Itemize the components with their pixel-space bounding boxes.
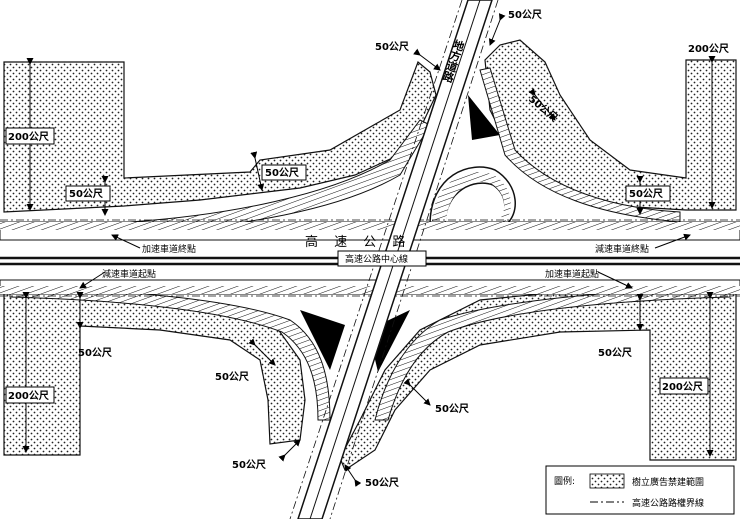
- dim-200-bottom-left: 200公尺: [8, 390, 49, 402]
- dim-200-top-left: 200公尺: [8, 131, 49, 143]
- centerline-label: 高速公路中心線: [345, 253, 408, 265]
- dimension-lines: [22, 13, 716, 487]
- dim-200-bl-box: [5, 386, 55, 404]
- dim-200-bottom-right: 200公尺: [662, 381, 703, 393]
- dim-50-bottom-left-b: 50公尺: [215, 371, 249, 383]
- dim-200-tl-box: [5, 127, 55, 145]
- dim-50-top-right-upper: 50公尺: [508, 9, 542, 21]
- gore-bottom-left: [300, 310, 345, 370]
- dim-200-br-box: [659, 377, 709, 395]
- dim-50-right-low: 50公尺: [629, 188, 663, 200]
- dim-50-a-box: [65, 185, 111, 202]
- legend-title: 圖例:: [554, 475, 575, 487]
- ramp-bottom-left: [9, 286, 331, 421]
- decel-end-label: 減速車道終點: [595, 243, 649, 255]
- legend: 圖例: 樹立廣告禁建範圍 高速公路路權界線: [545, 465, 735, 515]
- zone-top-left-block: [3, 60, 437, 213]
- dim-50-top-left-upper: 50公尺: [375, 41, 409, 53]
- dim-50-bottom-right-c: 50公尺: [365, 477, 399, 489]
- dim-200-top-right: 200公尺: [688, 43, 729, 55]
- dim-50-bottom-left-c: 50公尺: [232, 459, 266, 471]
- legend-dotted-area: 樹立廣告禁建範圍: [632, 476, 704, 488]
- gore-top: [468, 95, 500, 140]
- dim-50-left-low: 50公尺: [69, 188, 103, 200]
- legend-dot-swatch: [589, 473, 625, 489]
- loop-ramp: [429, 166, 516, 226]
- accel-end-label: 加速車道終點: [142, 243, 196, 255]
- highway-label: 高 速 公 路: [305, 234, 411, 250]
- legend-boundary-line: 高速公路路權界線: [632, 497, 704, 509]
- centerline-label-box: [337, 250, 427, 267]
- ramp-bottom-right: [374, 286, 731, 421]
- dim-50-bottom-left-a: 50公尺: [78, 347, 112, 359]
- decel-start-label: 減速車道起點: [102, 268, 156, 280]
- ramp-top-right: [479, 67, 681, 223]
- dim-50-b-box: [261, 164, 307, 181]
- zone-top-right-block: [484, 39, 737, 211]
- dim-50-left-mid: 50公尺: [265, 167, 299, 179]
- dim-50-bottom-right-a: 50公尺: [598, 347, 632, 359]
- accel-start-label: 加速車道起點: [545, 268, 599, 280]
- dim-50-c-box: [625, 185, 671, 202]
- dim-50-bottom-right-b: 50公尺: [435, 403, 469, 415]
